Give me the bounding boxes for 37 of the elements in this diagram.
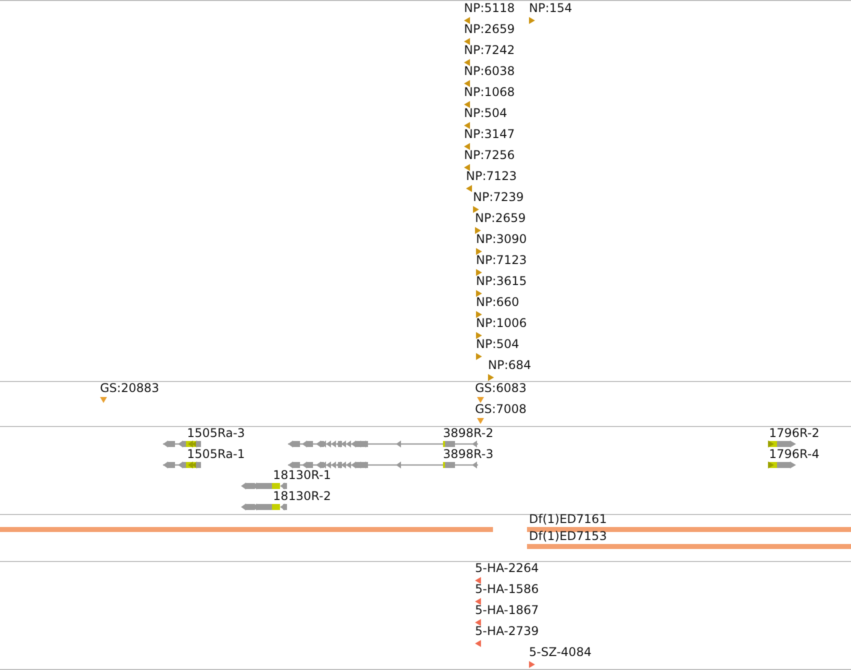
feature-label: 5-HA-2264 [475, 561, 539, 575]
feature-label: NP:2659 [464, 22, 515, 36]
feature-label: NP:1068 [464, 85, 515, 99]
feature-label: 1796R-2 [769, 426, 820, 440]
feature-label: GS:7008 [475, 402, 526, 416]
feature-label: 3898R-3 [443, 447, 494, 461]
feature-label: Df(1)ED7153 [529, 529, 607, 543]
feature-label: 1505Ra-1 [187, 447, 245, 461]
feature-label: 18130R-2 [273, 489, 331, 503]
feature-label: 5-HA-1867 [475, 603, 539, 617]
feature-label: NP:7256 [464, 148, 515, 162]
feature-label: NP:7239 [473, 190, 524, 204]
feature-label: NP:504 [476, 337, 520, 351]
feature-label: NP:2659 [475, 211, 526, 225]
feature-label: NP:7242 [464, 43, 515, 57]
feature-label: NP:3090 [476, 232, 527, 246]
feature-label: NP:3615 [476, 274, 527, 288]
feature-label: 1796R-4 [769, 447, 820, 461]
feature-label: NP:3147 [464, 127, 515, 141]
feature-label: GS:20883 [100, 381, 160, 395]
feature-label: GS:6083 [475, 381, 526, 395]
feature-label: NP:684 [488, 358, 532, 372]
feature-label: NP:6038 [464, 64, 515, 78]
feature-label: 5-SZ-4084 [529, 645, 592, 659]
feature-label: Df(1)ED7161 [529, 512, 607, 526]
feature-label: 1505Ra-3 [187, 426, 245, 440]
feature-label: NP:5118 [464, 1, 515, 15]
feature-label: 5-HA-1586 [475, 582, 539, 596]
feature-label: NP:7123 [476, 253, 527, 267]
feature-label: 5-HA-2739 [475, 624, 539, 638]
feature-label: 18130R-1 [273, 468, 331, 482]
feature-label: 3898R-2 [443, 426, 494, 440]
feature-label: NP:1006 [476, 316, 527, 330]
feature-label: NP:7123 [466, 169, 517, 183]
feature-label: NP:660 [476, 295, 520, 309]
feature-label: NP:504 [464, 106, 508, 120]
feature-label: NP:154 [529, 1, 572, 15]
